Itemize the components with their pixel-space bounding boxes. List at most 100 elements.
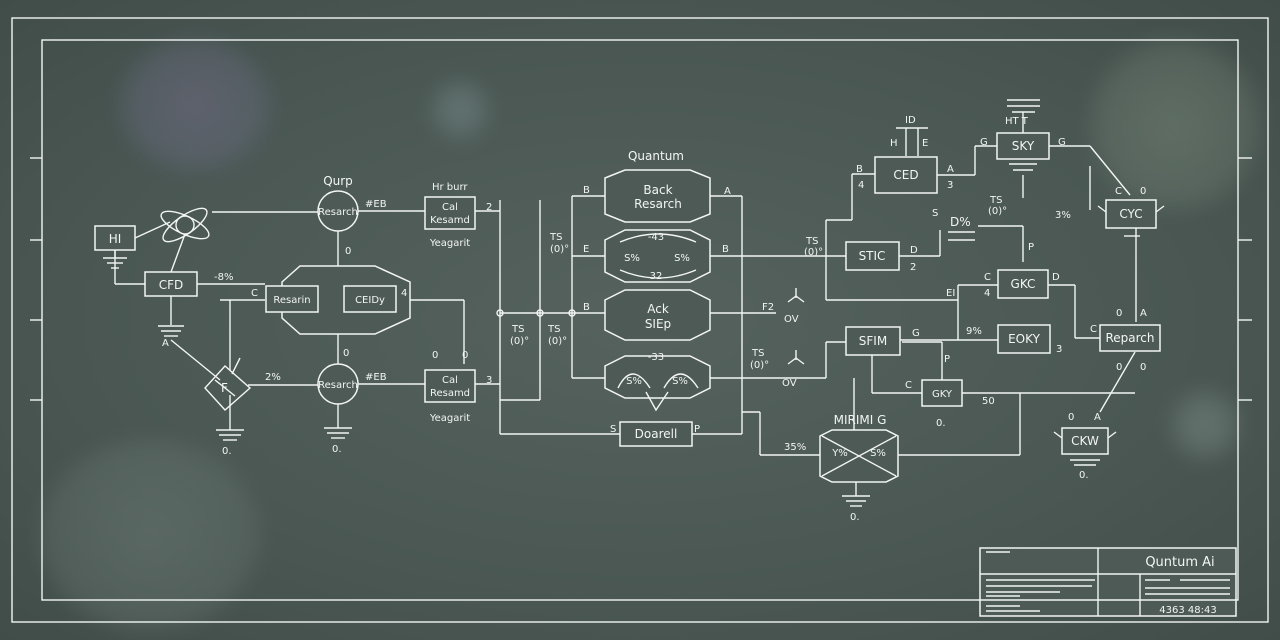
label-mirimi: MIRIMI G	[834, 413, 887, 427]
label-ts: TS	[511, 324, 524, 335]
label-pct-9: 9%	[966, 326, 982, 337]
label-ts-sub: (0)°	[548, 336, 567, 347]
block-cal-top	[424, 196, 476, 230]
label-ts-sub: (0)°	[550, 244, 569, 255]
wires-left	[114, 233, 318, 430]
label-hit: HT T	[1005, 116, 1029, 127]
capacitor-icon	[948, 231, 975, 241]
label-zero: 0	[1116, 308, 1122, 319]
label-qurp: Qurp	[323, 174, 353, 188]
ced-top-lines	[896, 127, 928, 156]
block-ckw	[1061, 427, 1109, 455]
label-ts: TS	[989, 195, 1002, 206]
block-back-line1: Back	[643, 183, 672, 197]
label-ts-sub: (0)°	[510, 336, 529, 347]
label-ts: TS	[547, 324, 560, 335]
block-eoky-label: EOKY	[1008, 332, 1040, 346]
frame-ticks	[30, 157, 1252, 401]
junction-dots	[496, 309, 576, 317]
label-43: -43	[648, 232, 664, 243]
block-sfim	[845, 326, 901, 356]
label-zero-dot: 0.	[332, 444, 342, 455]
label-h: H	[890, 138, 898, 149]
block-stc-label: STIC	[859, 249, 886, 263]
label-zero-dot: 0.	[222, 446, 232, 457]
block-celdy-label: CEIDy	[355, 295, 385, 306]
block-cal-bottom	[424, 369, 476, 403]
bokeh-blob	[40, 440, 260, 630]
label-s: S	[610, 424, 616, 435]
label-quantum: Quantum	[628, 149, 684, 163]
block-hi-label: HI	[109, 232, 122, 246]
block-sky-label: SKY	[1012, 139, 1035, 153]
label-pct-2: 2%	[265, 372, 281, 383]
bokeh-blob	[1170, 390, 1240, 460]
atom-icon	[134, 207, 318, 243]
label-s-pct: S%	[674, 253, 690, 264]
node-research-bottom-label: Resarch	[318, 380, 358, 391]
label-b: B	[856, 164, 863, 175]
block-ckw-label: CKW	[1071, 434, 1099, 448]
label-pct-cfd: -8%	[214, 272, 233, 283]
label-f2: F2	[762, 302, 774, 313]
label-zero-dot: 0.	[850, 512, 860, 523]
block-cfd	[144, 271, 198, 297]
block-reparch-label: Reparch	[1105, 331, 1154, 345]
title-block-title: Quntum Ai	[1145, 555, 1214, 570]
label-d-pct: D%	[950, 215, 971, 229]
label-zero-dot: 0.	[936, 418, 946, 429]
label-heb-bottom: #EB	[365, 372, 387, 383]
block-cal-top-line1: Cal	[442, 202, 458, 213]
block-gkc	[997, 269, 1049, 299]
block-back-research	[604, 169, 711, 223]
label-c: C	[1115, 186, 1122, 197]
wires-far-right	[937, 145, 1137, 413]
component-diamond	[204, 357, 252, 411]
bokeh-blob	[120, 40, 270, 170]
label-e: E	[922, 138, 928, 149]
block-reparch	[1099, 324, 1161, 352]
block-eoky	[997, 324, 1051, 354]
block-ack-step	[604, 289, 711, 341]
label-pct-35: 35%	[784, 442, 806, 453]
ground-symbol	[324, 427, 352, 439]
label-three: 3	[1056, 344, 1062, 355]
block-gkc-label: GKC	[1011, 277, 1036, 291]
block-gky	[921, 379, 963, 407]
label-a: A	[947, 164, 954, 175]
label-p: P	[694, 424, 700, 435]
label-s-pct: S%	[624, 253, 640, 264]
label-five-o: 50	[982, 396, 995, 407]
outer-frame	[11, 17, 1269, 623]
label-ov: OV	[782, 378, 797, 389]
label-three: 3	[486, 375, 492, 386]
ground-symbol	[158, 325, 184, 337]
label-b: B	[722, 244, 729, 255]
title-block-text-lines	[986, 551, 1230, 612]
label-eb: EI	[946, 288, 955, 299]
label-hirb: Hr burr	[432, 182, 468, 193]
label-ts: TS	[751, 348, 764, 359]
label-c: C	[905, 380, 912, 391]
block-ack-line1: Ack	[647, 302, 669, 316]
block-ced-label: CED	[893, 168, 918, 182]
node-research-top-label: Resarch	[318, 207, 358, 218]
label-two: 2	[486, 202, 492, 213]
block-ack-line2: SIEp	[645, 317, 671, 331]
block-cyc-label: CYC	[1119, 207, 1142, 221]
block-resarin-label: Resarin	[273, 295, 310, 306]
label-c: C	[251, 288, 258, 299]
block-cyc	[1105, 199, 1157, 229]
label-pct-33: 3%	[1055, 210, 1071, 221]
label-s: S	[932, 208, 938, 219]
block-doarell	[619, 421, 693, 447]
label-ts-sub: (0)°	[750, 360, 769, 371]
label-heb-top: #EB	[365, 199, 387, 210]
label-zero: 0	[462, 350, 468, 361]
label-three: 3	[947, 180, 953, 191]
title-block-code: 4363 48:43	[1159, 605, 1216, 616]
label-four: 4	[858, 180, 864, 191]
cyc-ticks	[1097, 205, 1165, 237]
